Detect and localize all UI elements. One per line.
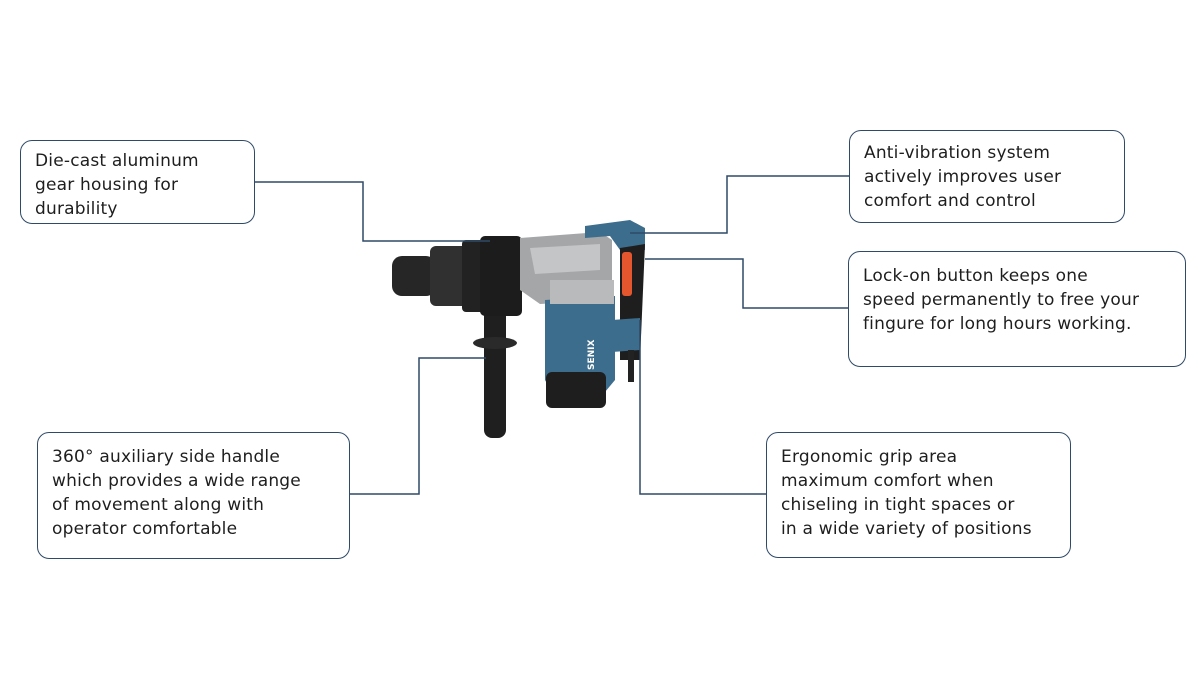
callout-text: in a wide variety of positions xyxy=(781,519,1032,539)
demolition-hammer-image: SENIX xyxy=(392,220,645,438)
callout-text: operator comfortable xyxy=(52,519,238,539)
callout-text: actively improves user xyxy=(864,167,1062,187)
callout-text: which provides a wide range xyxy=(52,471,301,491)
callout-text: 360° auxiliary side handle xyxy=(52,447,281,467)
callout-text: fingure for long hours working. xyxy=(863,314,1132,334)
callout-text: comfort and control xyxy=(864,191,1036,211)
callout-text: Anti-vibration system xyxy=(864,143,1051,163)
callout-text: durability xyxy=(35,199,118,219)
callout-text: Ergonomic grip area xyxy=(781,447,958,467)
connector-lines xyxy=(254,175,849,495)
callout-text: of movement along with xyxy=(52,495,265,515)
callout-text: maximum comfort when xyxy=(781,471,994,491)
callout-text: Lock-on button keeps one xyxy=(863,266,1088,286)
callout-text: gear housing for xyxy=(35,175,179,195)
callout-lock-on: Lock-on button keeps one speed permanent… xyxy=(848,251,1186,367)
callout-gear-housing: Die-cast aluminum gear housing for durab… xyxy=(20,140,255,224)
callout-anti-vibration: Anti-vibration system actively improves … xyxy=(849,130,1125,223)
callout-ergonomic-grip: Ergonomic grip area maximum comfort when… xyxy=(766,432,1071,558)
callout-text: speed permanently to free your xyxy=(863,290,1140,310)
callout-text: Die-cast aluminum xyxy=(35,151,199,171)
callout-side-handle: 360° auxiliary side handle which provide… xyxy=(37,432,350,559)
callout-text: chiseling in tight spaces or xyxy=(781,495,1015,515)
brand-logo: SENIX xyxy=(587,339,597,370)
